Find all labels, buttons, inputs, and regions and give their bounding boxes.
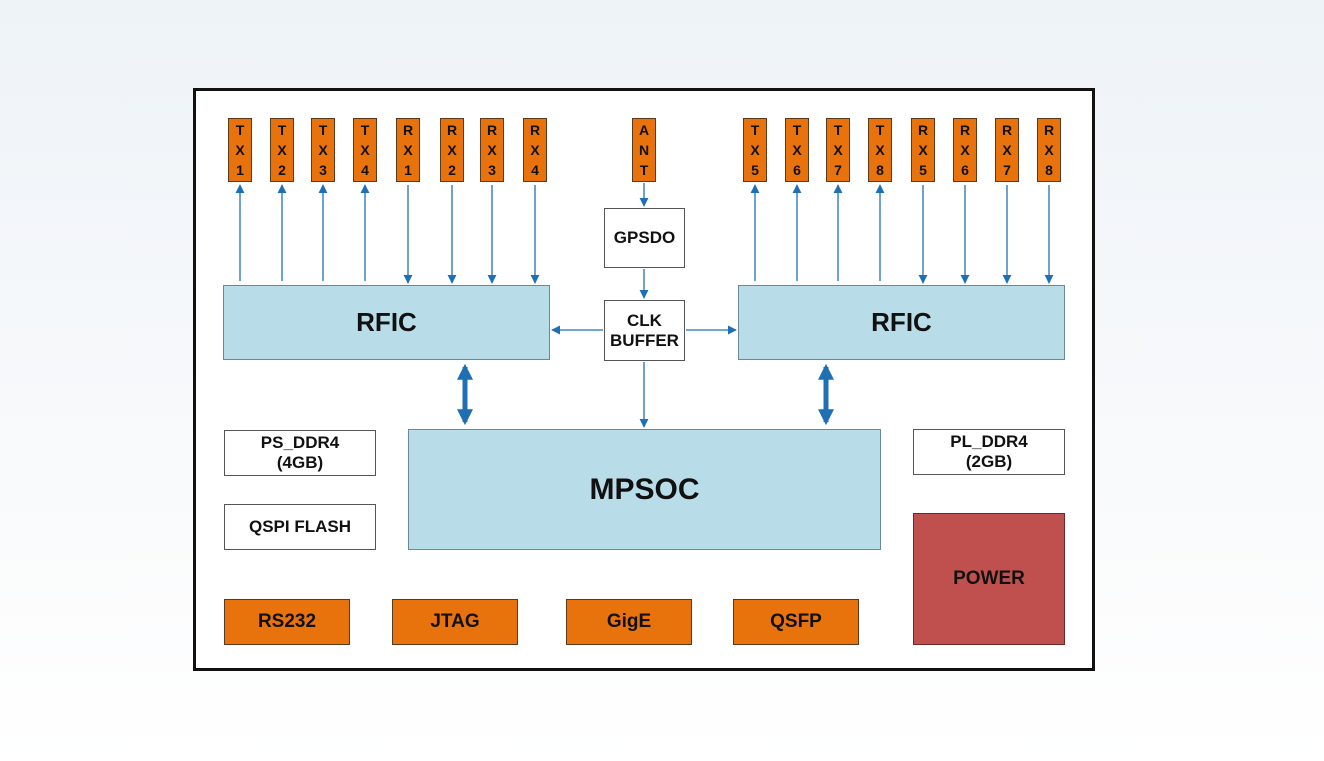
power-block: POWER <box>913 513 1065 645</box>
rfic-right-block: RFIC <box>738 285 1065 360</box>
gpsdo-block: GPSDO <box>604 208 685 268</box>
mpsoc-block: MPSOC <box>408 429 881 550</box>
qsfp-block: QSFP <box>733 599 859 645</box>
qspi-flash-block: QSPI FLASH <box>224 504 376 550</box>
rfic-left-block: RFIC <box>223 285 550 360</box>
jtag-block: JTAG <box>392 599 518 645</box>
rs232-block: RS232 <box>224 599 350 645</box>
gige-block: GigE <box>566 599 692 645</box>
pl-ddr4-block: PL_DDR4(2GB) <box>913 429 1065 475</box>
ps-ddr4-block: PS_DDR4(4GB) <box>224 430 376 476</box>
